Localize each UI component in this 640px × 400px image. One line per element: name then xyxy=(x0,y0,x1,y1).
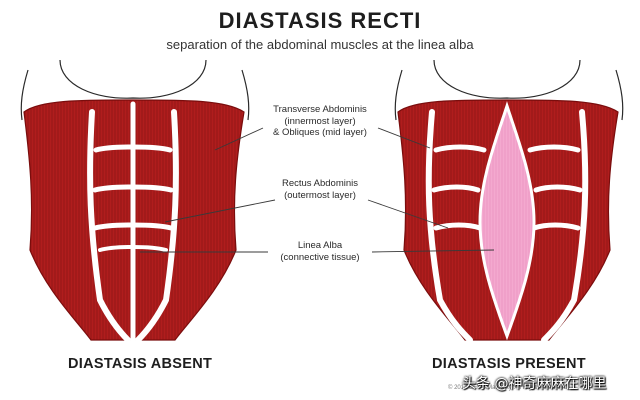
left-arm-outline xyxy=(20,69,29,121)
label-transverse-abdominis: Transverse Abdominis (innermost layer) &… xyxy=(255,104,385,139)
chest-outline-2 xyxy=(433,59,581,99)
label-rectus-line1: Rectus Abdominis xyxy=(281,178,359,189)
diagram-subtitle: separation of the abdominal muscles at t… xyxy=(166,37,474,52)
label-linea-alba: Linea Alba (connective tissue) xyxy=(255,240,385,263)
caption-diastasis-absent: DIASTASIS ABSENT xyxy=(68,356,213,372)
torso-diastasis-present xyxy=(394,59,624,343)
diagram-title: DIASTASIS RECTI xyxy=(218,8,422,33)
leader-lines xyxy=(140,127,495,253)
leader-transverse-right xyxy=(377,127,431,149)
caption-diastasis-present: DIASTASIS PRESENT xyxy=(432,356,586,372)
leader-linea-right xyxy=(371,249,495,253)
right-arm-outline-2 xyxy=(615,69,624,121)
muscle-separations xyxy=(87,101,179,343)
label-rectus-abdominis: Rectus Abdominis (outermost layer) xyxy=(255,178,385,201)
left-arm-outline-2 xyxy=(394,69,403,121)
label-rectus-line2: (outermost layer) xyxy=(284,189,356,201)
label-linea-line2: (connective tissue) xyxy=(280,251,360,263)
watermark: 头条 @神奇麻麻在哪里 xyxy=(462,376,607,392)
torso-diastasis-absent xyxy=(20,59,250,343)
right-arm-outline xyxy=(241,69,250,121)
label-transverse-line1: Transverse Abdominis xyxy=(273,104,367,115)
label-transverse-line2: (innermost layer) xyxy=(284,115,356,127)
label-transverse-line3: & Obliques (mid layer) xyxy=(273,127,367,138)
leader-transverse-left xyxy=(214,127,264,151)
leader-rectus-left xyxy=(164,199,276,223)
label-linea-line1: Linea Alba xyxy=(297,240,343,251)
muscle-separations-2 xyxy=(425,109,589,343)
leader-rectus-right xyxy=(367,199,449,229)
copyright-notice: © 2014 BEVR Maternity. All Rights Reserv… xyxy=(448,385,569,391)
chest-outline xyxy=(59,59,207,99)
linea-alba-gap xyxy=(478,101,536,341)
